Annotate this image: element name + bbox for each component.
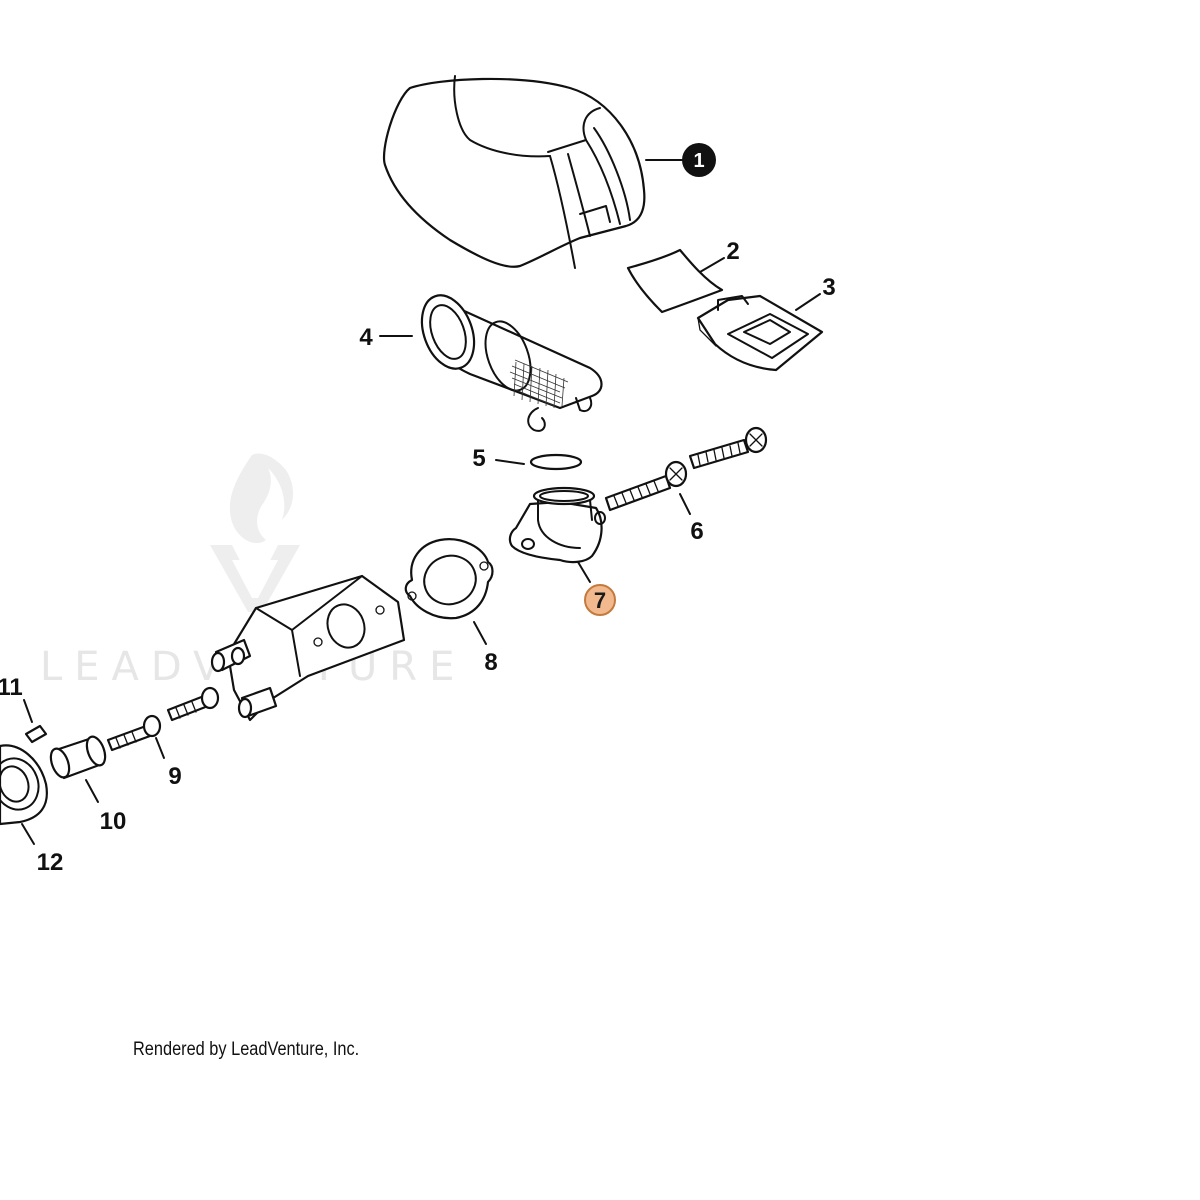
leader-6 [679,493,691,515]
callout-10[interactable]: 10 [100,808,127,835]
leader-3 [795,293,821,311]
footer-credit: Rendered by LeadVenture, Inc. [133,1039,360,1060]
bushing [49,735,107,780]
carburetor [210,574,406,722]
callout-1[interactable]: 1 [682,143,716,177]
callout-11[interactable]: 11 [0,674,23,701]
intake-elbow [508,486,606,564]
callout-7[interactable]: 7 [584,584,616,616]
air-filter-cover [382,75,646,269]
flange [0,744,48,826]
screw-lower-b [106,714,162,752]
o-ring [529,453,583,471]
callout-9[interactable]: 9 [168,763,181,790]
leader-7 [577,561,591,583]
leader-5 [495,459,525,465]
filter-mesh [509,359,569,409]
callout-2[interactable]: 2 [726,238,739,265]
callout-1-circle [682,143,716,177]
callout-7-highlight [584,584,616,616]
gasket [404,538,494,620]
callout-7-label: 7 [594,588,606,613]
clip [24,724,48,744]
filter-label [626,248,724,314]
bracket [696,294,824,372]
callout-3[interactable]: 3 [822,274,835,301]
callout-4[interactable]: 4 [359,324,373,351]
screw-lower-a [166,686,220,722]
leader-8 [473,621,487,645]
callout-8[interactable]: 8 [484,649,497,676]
screw-short [604,460,688,512]
callout-1-label: 1 [693,150,704,172]
leader-10 [85,779,99,803]
leader-lines [21,159,821,845]
screw-long [688,426,768,470]
leader-2 [699,257,725,273]
callout-12[interactable]: 12 [37,849,64,876]
leader-9 [155,737,165,759]
leader-12 [21,823,35,845]
leader-11 [23,699,33,723]
callout-5[interactable]: 5 [472,445,485,472]
filter-element [420,294,603,432]
callout-6[interactable]: 6 [690,518,703,545]
watermark-logo [210,453,300,612]
